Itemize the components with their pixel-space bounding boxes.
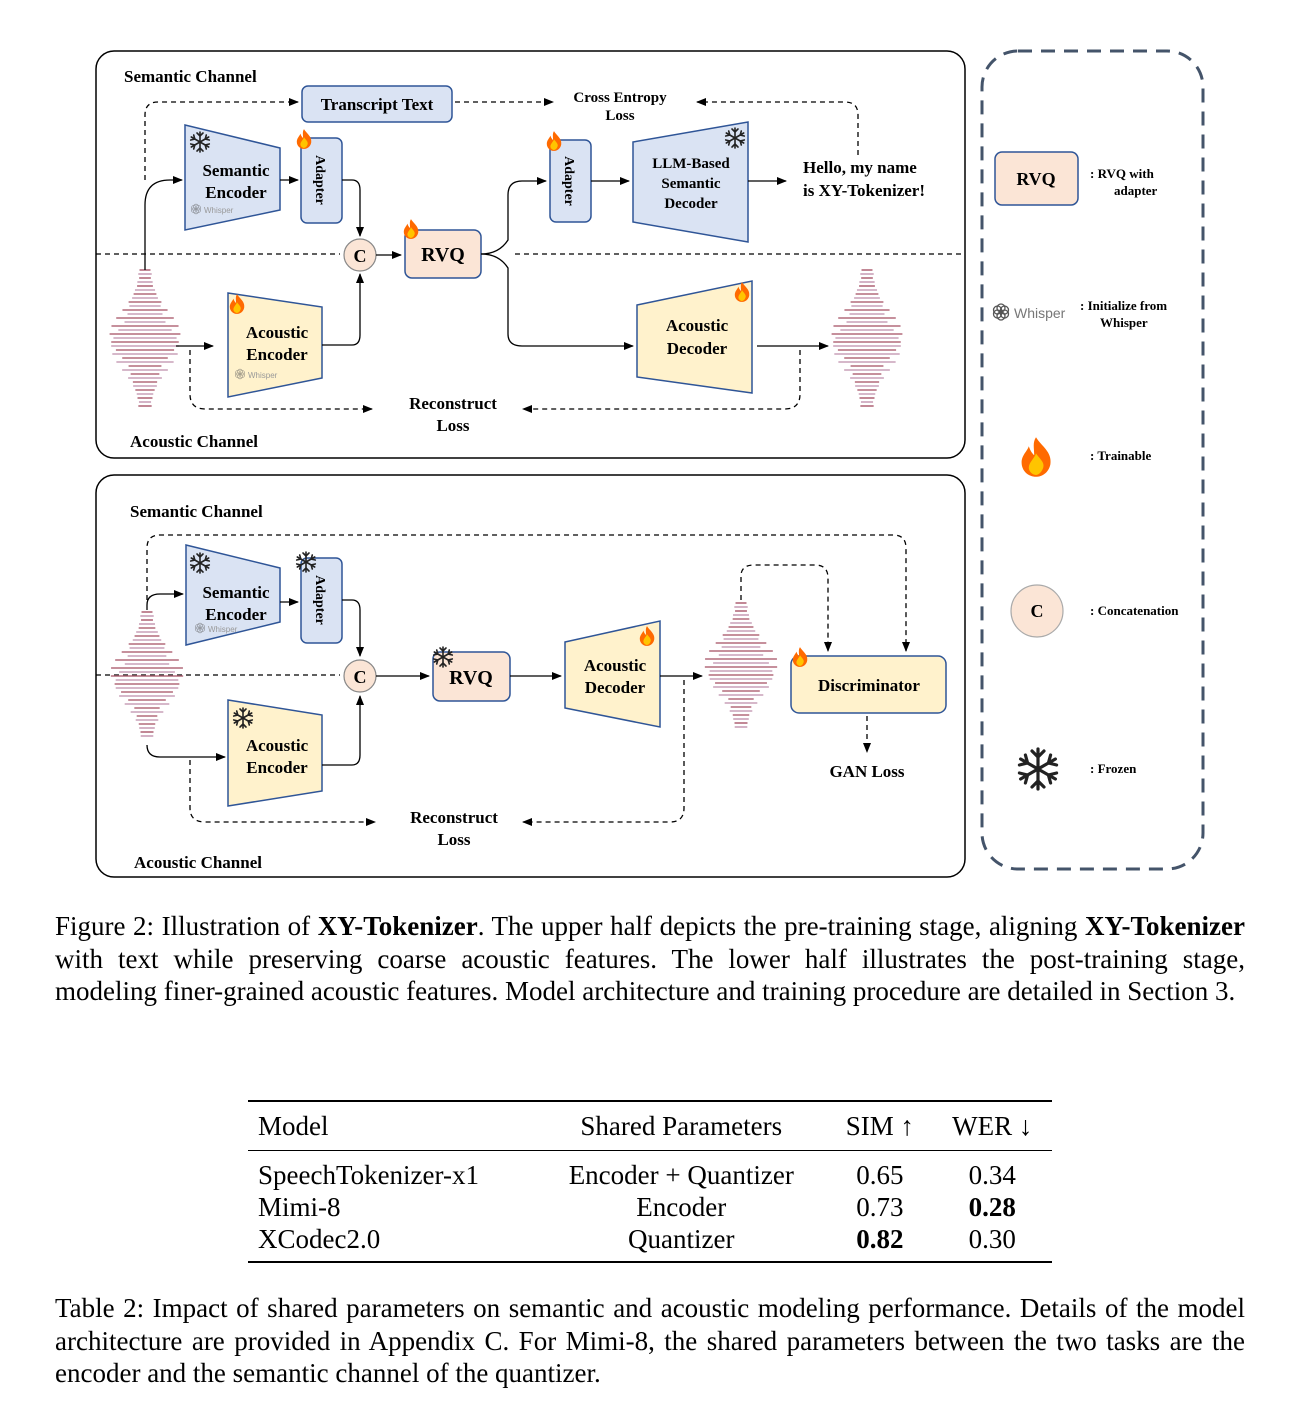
legend-concat-icon xyxy=(1010,584,1064,638)
output-waveform-b xyxy=(704,602,778,728)
adapter-label: Adapter xyxy=(312,155,327,205)
semantic-channel-label: Semantic Channel xyxy=(124,67,257,86)
reconstruct-loss-label-b: Reconstruct xyxy=(410,808,498,827)
acoustic-decoder-label-b2: Decoder xyxy=(585,678,646,697)
legend-rvq-desc: : RVQ with xyxy=(1090,166,1155,181)
adapter-label-2: Adapter xyxy=(561,156,576,206)
acoustic-channel-label-b: Acoustic Channel xyxy=(134,853,262,872)
legend-whisper-desc: : Initialize from xyxy=(1080,298,1167,313)
semantic-encoder-label: Semantic xyxy=(202,161,270,180)
discriminator-block xyxy=(790,655,947,714)
cross-entropy-loss-label: Cross Entropy xyxy=(573,90,667,106)
adapter-label-b: Adapter xyxy=(312,575,327,625)
reconstruct-loss-label: Reconstruct xyxy=(409,394,497,413)
output-waveform xyxy=(831,269,903,407)
transcript-text-label: Transcript Text xyxy=(321,95,434,114)
legend-flame-icon xyxy=(1021,437,1051,477)
acoustic-encoder-label: Acoustic xyxy=(246,323,309,342)
acoustic-encoder-block xyxy=(227,292,323,398)
semantic-encoder-label-b2: Encoder xyxy=(205,605,267,624)
semantic-channel-label-b: Semantic Channel xyxy=(130,502,263,521)
input-waveform xyxy=(109,269,181,407)
rvq-label: RVQ xyxy=(421,244,465,266)
col-shared-parameters: Shared Parameters xyxy=(580,1110,783,1141)
table-row: XCodec2.0 Quantizer 0.82 0.30 xyxy=(258,1223,1016,1254)
llm-decoder-label-3: Decoder xyxy=(664,196,718,212)
col-model: Model xyxy=(258,1110,329,1141)
caption-name-2: XY-Tokenizer xyxy=(1084,911,1245,941)
col-sim: SIM ↑ xyxy=(845,1110,915,1141)
llm-semantic-decoder-block xyxy=(632,121,749,243)
acoustic-encoder-label-b: Acoustic xyxy=(246,736,309,755)
legend-concat-label: C xyxy=(1031,601,1044,621)
concat-label: C xyxy=(354,246,367,266)
reconstruct-loss-label-2: Loss xyxy=(436,416,469,435)
table-row: SpeechTokenizer-x1 Encoder + Quantizer 0… xyxy=(258,1159,1016,1190)
acoustic-decoder-block-b xyxy=(564,620,661,728)
llm-decoder-label: LLM-Based xyxy=(652,156,730,172)
legend-trainable: : Trainable xyxy=(1090,448,1152,463)
input-waveform-b xyxy=(110,611,184,737)
legend-rvq-label: RVQ xyxy=(1016,169,1055,189)
discriminator-label: Discriminator xyxy=(818,676,920,695)
semantic-encoder-label-2: Encoder xyxy=(205,183,267,202)
semantic-encoder-label-b: Semantic xyxy=(202,583,270,602)
acoustic-channel-label: Acoustic Channel xyxy=(130,432,258,451)
legend: RVQ : RVQ with adapter Whisper : Initial… xyxy=(980,49,1205,871)
semantic-encoder-block xyxy=(184,124,281,231)
gan-loss-label: GAN Loss xyxy=(829,762,904,781)
llm-decoder-label-2: Semantic xyxy=(661,176,721,192)
legend-concat-desc: : Concatenation xyxy=(1090,603,1179,618)
whisper-mark-2: Whisper xyxy=(248,371,278,380)
semantic-encoder-block-b xyxy=(185,544,281,646)
table-caption: Table 2: Impact of shared parameters on … xyxy=(55,1293,1245,1388)
acoustic-decoder-label-2: Decoder xyxy=(667,339,728,358)
cross-entropy-loss-label-2: Loss xyxy=(605,108,634,124)
architecture-diagram: Semantic Channel Acoustic Channel Transc… xyxy=(95,49,1205,878)
legend-rvq-box xyxy=(994,151,1079,206)
output-text-line-2: is XY-Tokenizer! xyxy=(803,181,925,200)
legend-frozen: : Frozen xyxy=(1090,761,1137,776)
acoustic-decoder-block xyxy=(636,280,753,394)
whisper-mark: Whisper xyxy=(204,206,234,215)
acoustic-decoder-label-b: Acoustic xyxy=(584,656,647,675)
acoustic-decoder-label: Acoustic xyxy=(666,316,729,335)
acoustic-encoder-label-2: Encoder xyxy=(246,345,308,364)
whisper-mark-b: Whisper xyxy=(208,625,238,634)
legend-rvq-desc-2: adapter xyxy=(1114,183,1158,198)
posttraining-panel: Semantic Channel Acoustic Channel Semant… xyxy=(95,474,966,878)
rvq-label-b: RVQ xyxy=(449,667,493,689)
legend-snowflake-icon xyxy=(1017,747,1059,791)
results-table: Model Shared Parameters SIM ↑ WER ↓ Spee… xyxy=(248,1100,1052,1263)
output-text-line-1: Hello, my name xyxy=(803,158,917,177)
table-row: Mimi-8 Encoder 0.73 0.28 xyxy=(258,1191,1016,1222)
legend-whisper-desc-2: Whisper xyxy=(1100,315,1148,330)
col-wer: WER ↓ xyxy=(952,1110,1033,1141)
reconstruct-loss-label-b2: Loss xyxy=(437,830,470,849)
caption-name-1: XY-Tokenizer xyxy=(317,911,478,941)
acoustic-encoder-block-b xyxy=(227,699,323,807)
figure-caption: Figure 2: Illustration of XY-Tokenizer. … xyxy=(55,911,1245,1006)
pretraining-panel: Semantic Channel Acoustic Channel Transc… xyxy=(95,50,966,459)
transcript-text-box xyxy=(301,85,453,123)
acoustic-encoder-label-b2: Encoder xyxy=(246,758,308,777)
concat-label-b: C xyxy=(354,667,367,687)
legend-whisper-logo: Whisper xyxy=(1014,305,1066,321)
